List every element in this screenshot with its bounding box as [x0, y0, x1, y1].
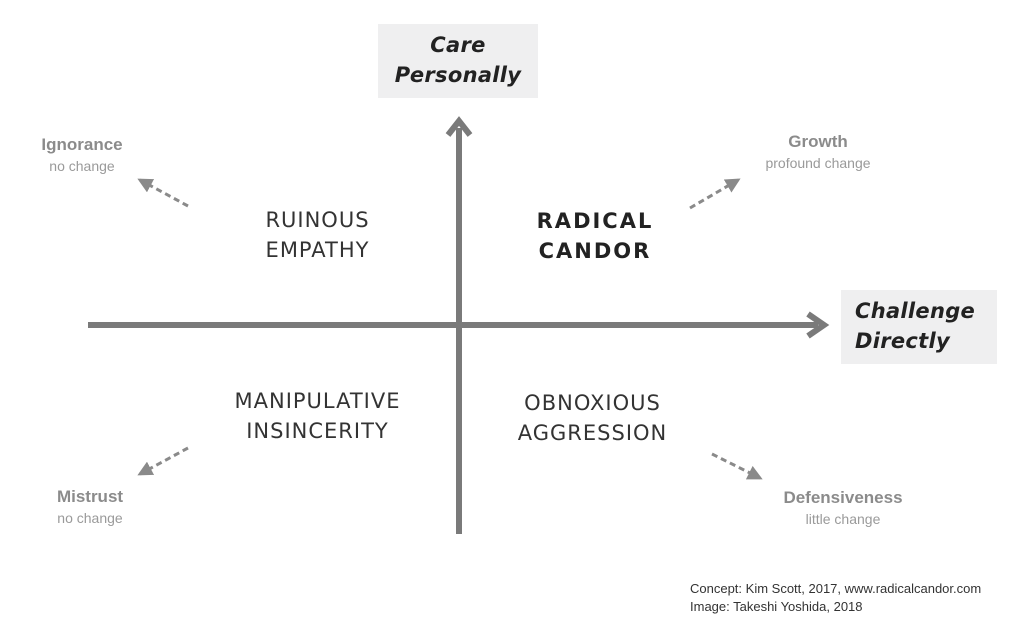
outcome-ignorance: Ignorance no change	[22, 134, 142, 176]
outcome-mistrust-title: Mistrust	[56, 487, 124, 506]
outcome-mistrust-sub: no change	[57, 510, 123, 526]
outcome-defensiveness-sub: little change	[805, 511, 881, 527]
quadrant-manipulative-insincerity: MANIPULATIVE INSINCERITY	[205, 386, 430, 446]
credits: Concept: Kim Scott, 2017, www.radicalcan…	[690, 580, 981, 616]
outcome-defensiveness-title: Defensiveness	[783, 488, 903, 507]
care-personally-label: Care Personally	[378, 24, 538, 98]
quadrant-obnoxious-line1: OBNOXIOUS	[524, 391, 661, 415]
care-personally-line2: Personally	[394, 63, 522, 87]
credit-image: Image: Takeshi Yoshida, 2018	[690, 599, 863, 614]
care-personally-line1: Care	[430, 33, 486, 57]
outcome-growth: Growth profound change	[748, 131, 888, 173]
credit-concept: Concept: Kim Scott, 2017, www.radicalcan…	[690, 581, 982, 596]
quadrant-manipulative-line1: MANIPULATIVE	[234, 389, 401, 413]
vertical-axis-arrowhead	[445, 116, 473, 137]
quadrant-radical-line1: RADICAL	[536, 209, 654, 233]
outcome-mistrust: Mistrust no change	[30, 486, 150, 528]
quadrant-obnoxious-aggression: OBNOXIOUS AGGRESSION	[495, 388, 690, 448]
quadrant-ruinous-empathy: RUINOUS EMPATHY	[230, 205, 405, 265]
outcome-growth-sub: profound change	[765, 155, 871, 171]
quadrant-manipulative-line2: INSINCERITY	[246, 419, 389, 443]
outcome-defensiveness: Defensiveness little change	[768, 487, 918, 529]
challenge-directly-label: Challenge Directly	[841, 290, 997, 364]
outcome-growth-title: Growth	[788, 132, 848, 151]
quadrant-radical-line2: CANDOR	[538, 239, 652, 263]
quadrant-ruinous-line2: EMPATHY	[265, 238, 370, 262]
challenge-directly-line1: Challenge	[855, 299, 976, 323]
mistrust-arrow	[137, 446, 189, 476]
horizontal-axis-arrowhead	[806, 311, 830, 339]
outcome-ignorance-title: Ignorance	[41, 135, 123, 154]
defensiveness-arrow	[711, 452, 763, 480]
outcome-ignorance-sub: no change	[49, 158, 115, 174]
ignorance-arrow	[137, 178, 189, 208]
quadrant-obnoxious-line2: AGGRESSION	[517, 421, 668, 445]
growth-arrow	[689, 178, 741, 210]
quadrant-ruinous-line1: RUINOUS	[265, 208, 370, 232]
quadrant-radical-candor: RADICAL CANDOR	[510, 206, 680, 266]
challenge-directly-line2: Directly	[855, 329, 951, 353]
